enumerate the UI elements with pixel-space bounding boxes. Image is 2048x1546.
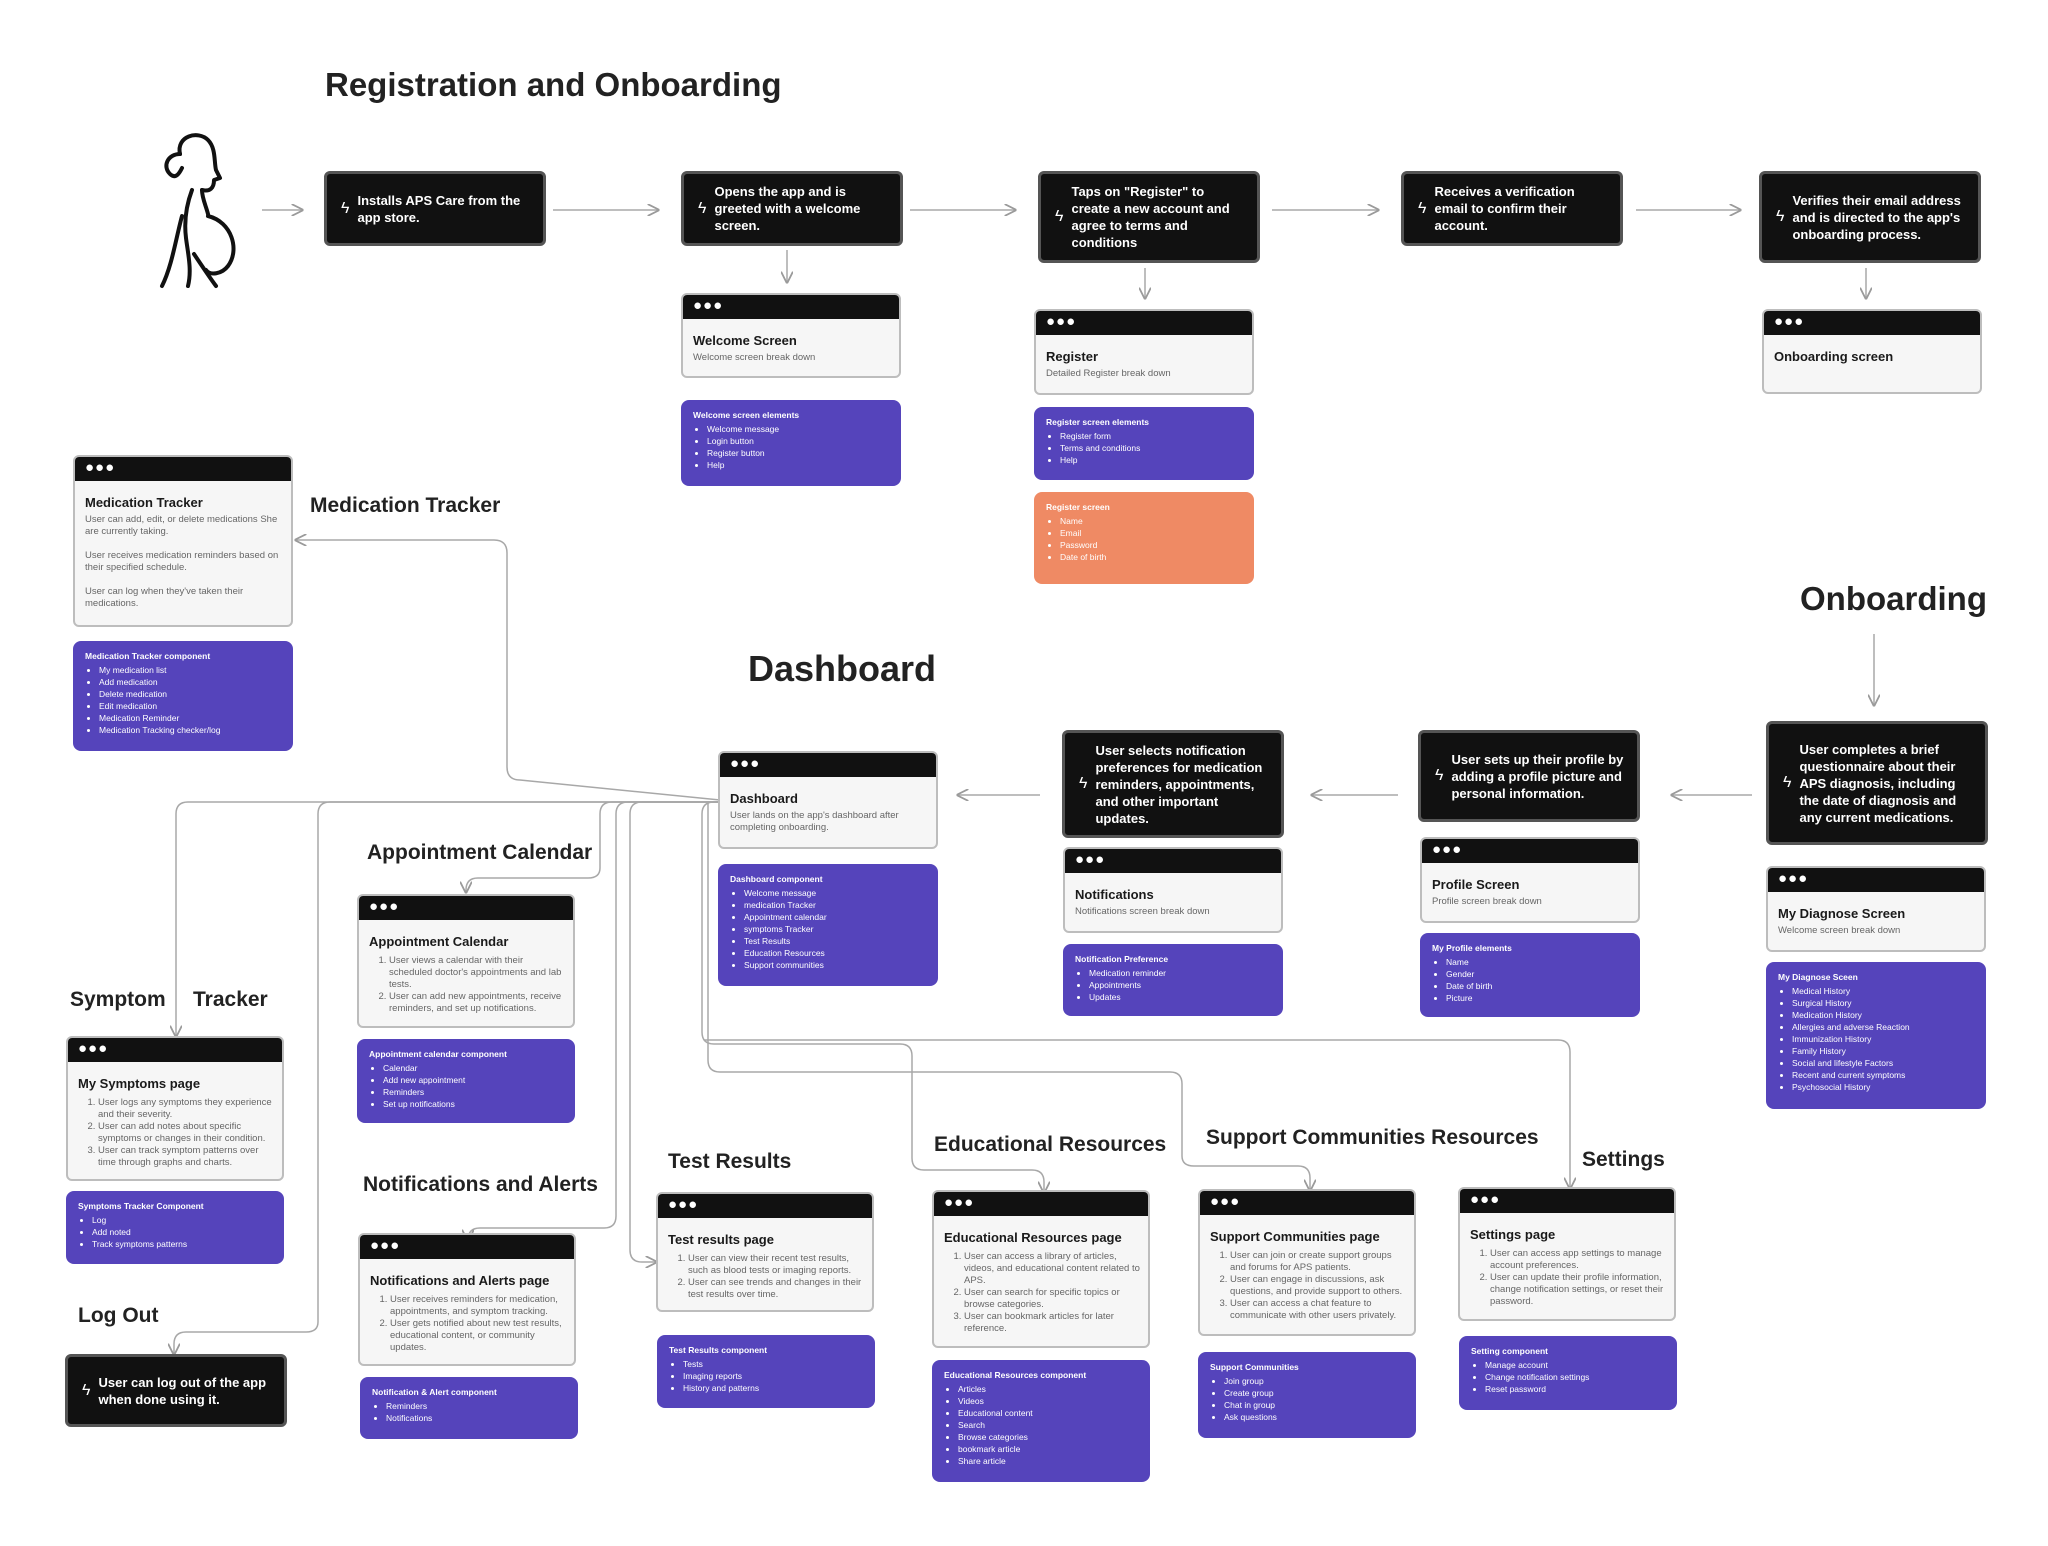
appointment-calendar-component-card: Appointment calendar component Calendar … xyxy=(357,1039,575,1123)
medication-tracker-component-card: Medication Tracker component My medicati… xyxy=(73,641,293,751)
window-dots-icon: ●●● xyxy=(1768,868,1984,892)
welcome-screen-card[interactable]: ●●● Welcome Screen Welcome screen break … xyxy=(681,293,901,378)
bolt-icon: ϟ xyxy=(698,199,707,217)
onboarding-screen-card[interactable]: ●●● Onboarding screen xyxy=(1762,309,1982,394)
window-dots-icon: ●●● xyxy=(720,753,936,777)
support-communities-screen-card[interactable]: ●●● Support Communities page User can jo… xyxy=(1198,1189,1416,1336)
window-dots-icon: ●●● xyxy=(683,295,899,319)
section-title-appointment-calendar: Appointment Calendar xyxy=(367,841,593,864)
dashboard-screen-card[interactable]: ●●● Dashboard User lands on the app's da… xyxy=(718,751,938,849)
welcome-elements-card: Welcome screen elements Welcome message … xyxy=(681,400,901,486)
bolt-icon: ϟ xyxy=(1055,208,1064,225)
section-title-notifications-alerts: Notifications and Alerts xyxy=(363,1173,598,1196)
section-title-dashboard: Dashboard xyxy=(748,648,937,689)
section-title-registration: Registration and Onboarding xyxy=(325,66,782,103)
bolt-icon: ϟ xyxy=(1418,199,1427,217)
profile-screen-card[interactable]: ●●● Profile Screen Profile screen break … xyxy=(1420,837,1640,923)
section-title-tracker: Tracker xyxy=(193,988,268,1011)
setting-component-card: Setting component Manage account Change … xyxy=(1459,1336,1677,1410)
educational-resources-screen-card[interactable]: ●●● Educational Resources page User can … xyxy=(932,1190,1150,1348)
notifications-screen-card[interactable]: ●●● Notifications Notifications screen b… xyxy=(1063,847,1283,933)
section-title-test-results: Test Results xyxy=(668,1150,792,1173)
section-title-medication-tracker: Medication Tracker xyxy=(310,494,501,517)
bolt-icon: ϟ xyxy=(82,1381,91,1399)
bolt-icon: ϟ xyxy=(1776,208,1785,225)
section-title-log-out: Log Out xyxy=(78,1304,159,1327)
window-dots-icon: ●●● xyxy=(1065,849,1281,873)
test-results-screen-card[interactable]: ●●● Test results page User can view thei… xyxy=(656,1192,874,1312)
appointment-calendar-screen-card[interactable]: ●●● Appointment Calendar User views a ca… xyxy=(357,894,575,1028)
bolt-icon: ϟ xyxy=(341,199,350,217)
window-dots-icon: ●●● xyxy=(75,457,291,481)
window-dots-icon: ●●● xyxy=(658,1194,872,1218)
section-title-educational-resources: Educational Resources xyxy=(934,1133,1167,1156)
register-screen-fields-card: Register screen Name Email Password Date… xyxy=(1034,492,1254,584)
symptoms-screen-card[interactable]: ●●● My Symptoms page User logs any sympt… xyxy=(66,1036,284,1181)
window-dots-icon: ●●● xyxy=(1036,311,1252,335)
window-dots-icon: ●●● xyxy=(1200,1191,1414,1215)
section-title-settings: Settings xyxy=(1582,1148,1665,1171)
window-dots-icon: ●●● xyxy=(359,896,573,920)
medication-tracker-screen-card[interactable]: ●●● Medication Tracker User can add, edi… xyxy=(73,455,293,627)
window-dots-icon: ●●● xyxy=(68,1038,282,1062)
profile-elements-card: My Profile elements Name Gender Date of … xyxy=(1420,933,1640,1017)
bolt-icon: ϟ xyxy=(1079,775,1088,792)
settings-screen-card[interactable]: ●●● Settings page User can access app se… xyxy=(1458,1187,1676,1321)
register-screen-card[interactable]: ●●● Register Detailed Register break dow… xyxy=(1034,309,1254,395)
notification-alert-component-card: Notification & Alert component Reminders… xyxy=(360,1377,578,1439)
section-title-symptom: Symptom xyxy=(70,988,166,1011)
register-elements-card: Register screen elements Register form T… xyxy=(1034,407,1254,480)
window-dots-icon: ●●● xyxy=(1764,311,1980,335)
support-communities-component-card: Support Communities Join group Create gr… xyxy=(1198,1352,1416,1438)
window-dots-icon: ●●● xyxy=(1460,1189,1674,1213)
section-title-onboarding: Onboarding xyxy=(1800,580,1987,617)
section-title-support-communities: Support Communities Resources xyxy=(1206,1126,1539,1149)
notification-preference-card: Notification Preference Medication remin… xyxy=(1063,944,1283,1016)
dashboard-component-card: Dashboard component Welcome message medi… xyxy=(718,864,938,986)
bolt-icon: ϟ xyxy=(1435,767,1444,784)
window-dots-icon: ●●● xyxy=(934,1192,1148,1216)
window-dots-icon: ●●● xyxy=(360,1235,574,1259)
pregnant-woman-icon xyxy=(160,133,236,288)
test-results-component-card: Test Results component Tests Imaging rep… xyxy=(657,1335,875,1408)
educational-resources-component-card: Educational Resources component Articles… xyxy=(932,1360,1150,1482)
diagnose-component-card: My Diagnose Sceen Medical History Surgic… xyxy=(1766,962,1986,1109)
diagnose-screen-card[interactable]: ●●● My Diagnose Screen Welcome screen br… xyxy=(1766,866,1986,952)
window-dots-icon: ●●● xyxy=(1422,839,1638,863)
symptoms-tracker-component-card: Symptoms Tracker Component Log Add noted… xyxy=(66,1191,284,1264)
notifications-alerts-screen-card[interactable]: ●●● Notifications and Alerts page User r… xyxy=(358,1233,576,1366)
bolt-icon: ϟ xyxy=(1783,774,1792,791)
